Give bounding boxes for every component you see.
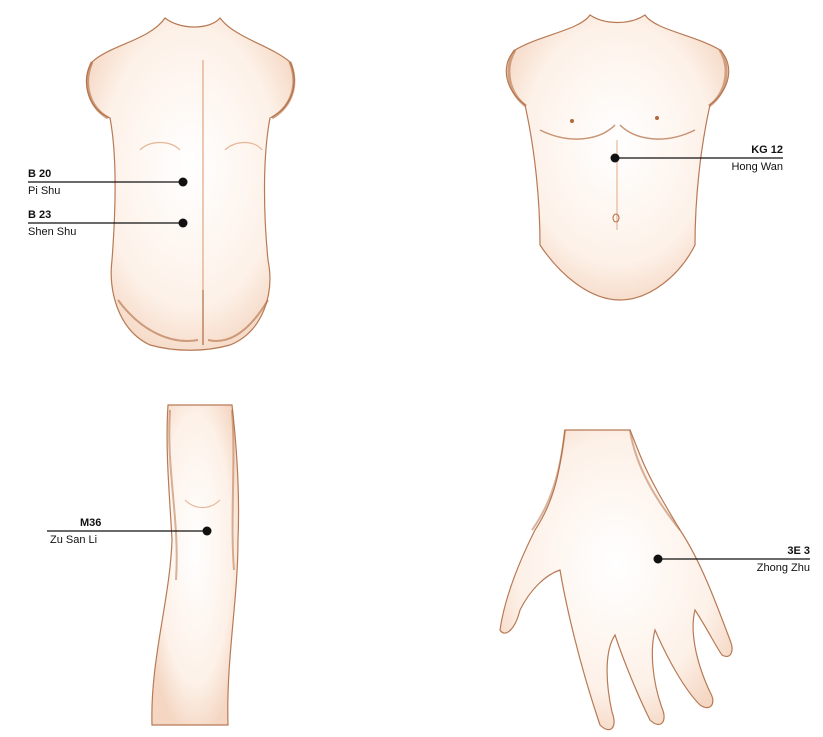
b23-code: B 23 <box>28 209 51 222</box>
m36-name: Zu San Li <box>50 534 97 547</box>
b20-name: Pi Shu <box>28 185 60 198</box>
kg12-name: Hong Wan <box>700 161 783 174</box>
back-torso-illustration <box>86 18 294 350</box>
b23-name: Shen Shu <box>28 226 76 239</box>
leg-illustration <box>152 405 239 725</box>
kg12-point-marker <box>611 154 620 163</box>
b23-point-marker <box>179 219 188 228</box>
e3-name: Zhong Zhu <box>720 562 810 575</box>
e3-code: 3E 3 <box>720 545 810 558</box>
kg12-code: KG 12 <box>700 144 783 157</box>
b20-code: B 20 <box>28 168 51 181</box>
m36-code: M36 <box>80 517 101 530</box>
m36-point-marker <box>203 527 212 536</box>
b20-point-marker <box>179 178 188 187</box>
hand-illustration <box>500 430 732 730</box>
e3-point-marker <box>654 555 663 564</box>
